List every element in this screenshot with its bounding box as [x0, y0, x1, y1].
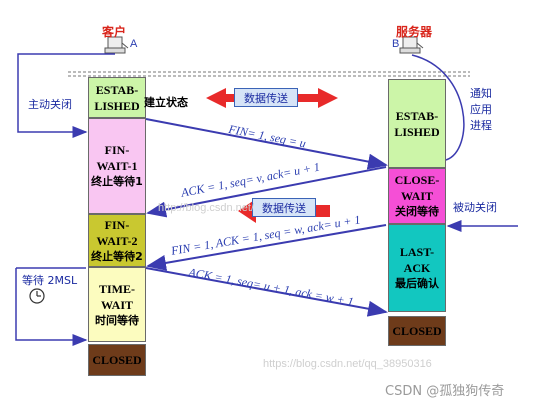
client-state-time-wait-cn: 时间等待 [95, 313, 139, 327]
server-state-close-wait: CLOSE-WAIT 关闭等待 [388, 168, 446, 224]
client-state-time-wait: TIME-WAIT 时间等待 [88, 267, 146, 342]
fin-arrow [145, 118, 388, 170]
client-state-fin-wait-2-en: FIN-WAIT-2 [96, 217, 138, 248]
server-computer-icon [399, 36, 424, 54]
established-state-label: 建立状态 [144, 96, 188, 109]
client-letter: A [130, 38, 138, 50]
client-state-time-wait-en: TIME-WAIT [99, 281, 135, 312]
notify-app-curve [411, 54, 465, 161]
clock-icon [29, 288, 45, 304]
client-state-closed-en: CLOSED [92, 353, 142, 367]
client-state-established-en2: LISHED [94, 98, 140, 113]
client-state-fin-wait-1-cn: 终止等待1 [91, 175, 143, 188]
client-state-fin-wait-2-cn: 终止等待2 [91, 249, 143, 263]
data-transfer-box-2: 数据传送 [252, 198, 316, 217]
server-state-closed: CLOSED [388, 316, 446, 346]
notify-app-line-3: 进程 [470, 119, 492, 132]
server-letter: B [392, 38, 400, 50]
server-state-close-wait-cn: 关闭等待 [395, 205, 439, 218]
active-close-connector [17, 53, 115, 138]
server-state-established-en: ESTAB- [395, 108, 439, 123]
client-state-established: ESTAB- LISHED [88, 77, 146, 118]
ack-arrow [146, 166, 387, 218]
passive-close-label: 被动关闭 [453, 201, 497, 214]
server-state-last-ack-en: LAST-ACK [399, 245, 435, 275]
watermark-1: http://blog.csdn.net/ [158, 202, 255, 214]
notify-app-line-1: 通知 [470, 87, 492, 100]
notify-app-label: 通知 应用 进程 [470, 86, 492, 134]
final-ack-arrow [145, 267, 388, 317]
client-state-fin-wait-1: FIN-WAIT-1 终止等待1 [88, 118, 146, 214]
wait-2msl-connector [15, 268, 88, 346]
watermark-footer: CSDN @孤独狗传奇 [385, 384, 505, 399]
client-title: 客户 [102, 25, 127, 39]
watermark-2: https://blog.csdn.net/qq_38950316 [263, 358, 432, 370]
fin-ack-arrow [146, 224, 387, 271]
server-state-last-ack-cn: 最后确认 [395, 277, 439, 290]
client-computer-icon [104, 36, 129, 54]
client-state-fin-wait-2: FIN-WAIT-2 终止等待2 [88, 214, 146, 267]
server-state-established-en2: LISHED [394, 124, 440, 139]
data-transfer-box-1: 数据传送 [234, 88, 298, 107]
server-state-closed-en: CLOSED [392, 324, 442, 338]
client-state-fin-wait-1-en: FIN-WAIT-1 [96, 143, 138, 173]
active-close-label: 主动关闭 [28, 98, 72, 111]
server-state-established: ESTAB- LISHED [388, 79, 446, 168]
client-state-established-en: ESTAB- [95, 82, 139, 97]
client-state-closed: CLOSED [88, 344, 146, 376]
server-state-close-wait-en: CLOSE-WAIT [394, 173, 440, 203]
wait-2msl-label: 等待 2MSL [22, 274, 78, 287]
server-state-last-ack: LAST-ACK 最后确认 [388, 224, 446, 312]
server-title: 服务器 [396, 25, 433, 39]
notify-app-line-2: 应用 [470, 103, 492, 116]
